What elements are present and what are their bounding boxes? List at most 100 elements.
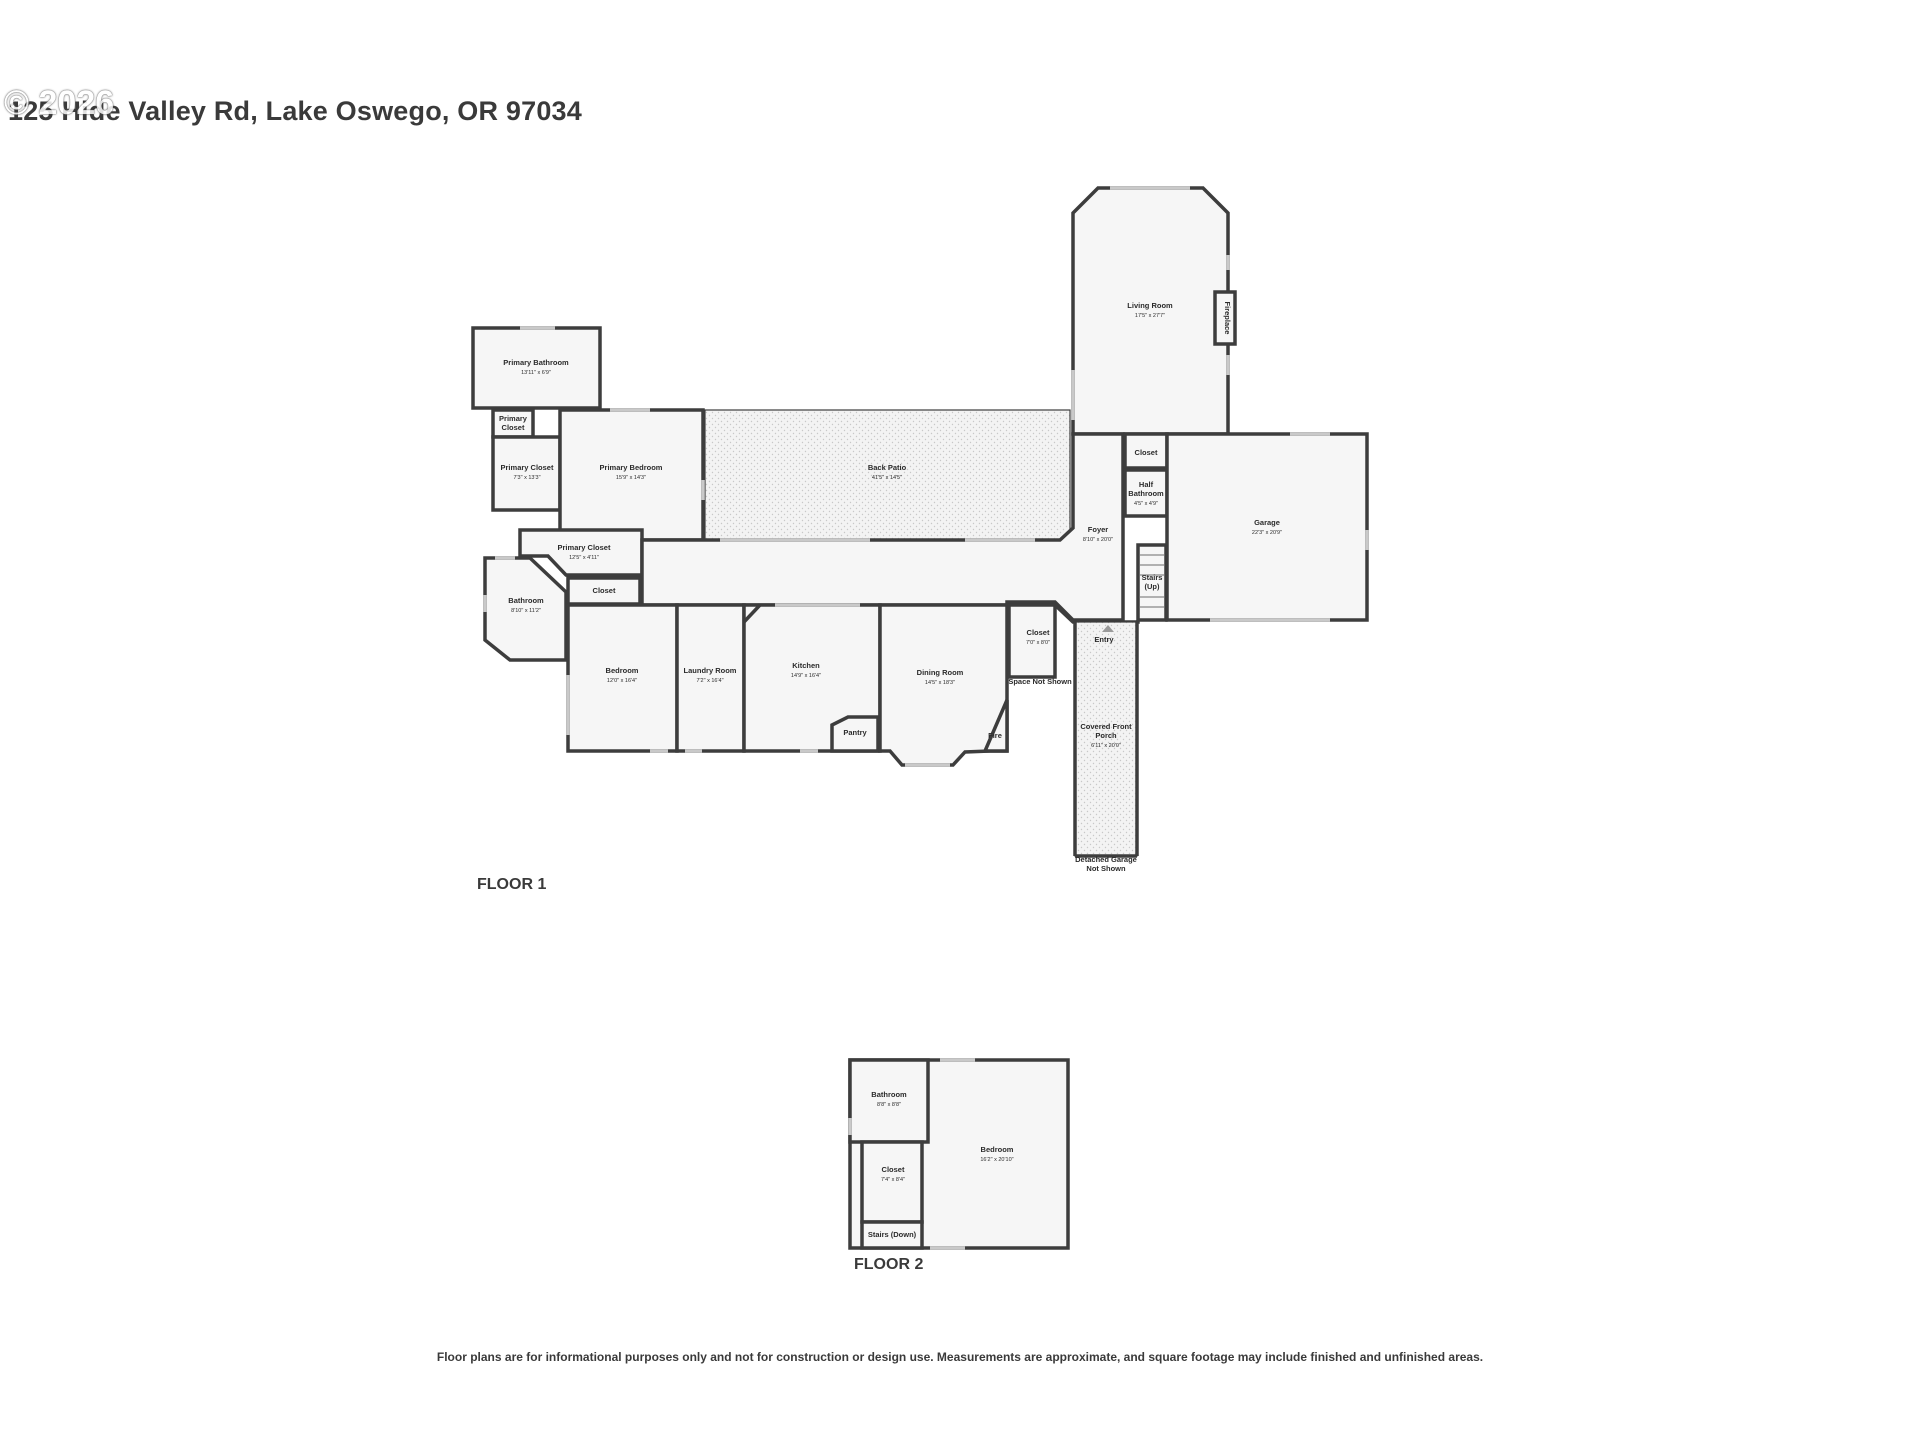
- floor-1-windows: [483, 186, 1369, 767]
- room-name: Bathroom: [1128, 489, 1164, 498]
- room-name: Detached Garage: [1075, 855, 1137, 864]
- room-primary-closet-b: [491, 435, 562, 512]
- room-dimensions: 8'8" x 8'8": [877, 1102, 901, 1108]
- room-closet-hall: [566, 576, 642, 606]
- room-covered-front-porch: [1074, 621, 1138, 857]
- floor-2-plan: [848, 1058, 1070, 1250]
- room-name: Not Shown: [1086, 864, 1126, 873]
- room-dimensions: 15'9" x 14'3": [616, 475, 646, 481]
- room-dimensions: 17'5" x 27'7": [1135, 313, 1165, 319]
- disclaimer-text: Floor plans are for informational purpos…: [436, 1350, 1484, 1364]
- room-label-fire: Fire: [988, 731, 1002, 740]
- room-name: Closet: [1135, 448, 1158, 457]
- room-name: Laundry Room: [684, 666, 737, 675]
- room-dimensions: 4'5" x 4'9": [1134, 501, 1158, 507]
- room-name: Closet: [882, 1165, 905, 1174]
- room-name: Covered Front: [1080, 722, 1132, 731]
- room-label-bedroom-1: Bedroom 12'0" x 16'4": [606, 666, 639, 684]
- room-label-primary-bedroom: Primary Bedroom 15'9" x 14'3": [600, 463, 663, 481]
- copyright-watermark: © 2026: [4, 84, 115, 122]
- room-half-bathroom: [1123, 468, 1169, 518]
- room-dimensions: 14'9" x 16'4": [791, 673, 821, 679]
- room-name: Stairs (Down): [868, 1230, 917, 1239]
- room-name: Space Not Shown: [1008, 677, 1072, 686]
- floor-1-plan: [471, 186, 1369, 858]
- room-name: Bathroom: [871, 1090, 907, 1099]
- room-closet-2: [860, 1140, 924, 1224]
- room-label-space-not-shown: Space Not Shown: [1008, 677, 1072, 686]
- room-name: Primary Closet: [558, 543, 611, 552]
- room-dimensions: 7'0" x 8'0": [1026, 640, 1050, 646]
- room-dimensions: 8'10" x 20'0": [1083, 537, 1113, 543]
- room-label-laundry-room: Laundry Room 7'2" x 16'4": [684, 666, 737, 684]
- room-label-stairs-up: Stairs(Up): [1142, 573, 1163, 591]
- room-dimensions: 7'4" x 8'4": [881, 1177, 905, 1183]
- room-name: Foyer: [1088, 525, 1109, 534]
- room-label-back-patio: Back Patio 41'5" x 14'5": [868, 463, 907, 481]
- room-name: Entry: [1094, 635, 1114, 644]
- room-living-room: [1071, 186, 1230, 436]
- room-label-pantry: Pantry: [843, 728, 867, 737]
- room-label-closet-2: Closet 7'4" x 8'4": [881, 1165, 905, 1183]
- room-dimensions: 7'2" x 16'4": [696, 678, 723, 684]
- room-closet-entry: [1007, 603, 1057, 679]
- stairs-up-treads: [1140, 554, 1164, 608]
- room-label-living-room: Living Room 17'5" x 27'7": [1127, 301, 1173, 319]
- room-dimensions: 13'11" x 6'9": [521, 370, 551, 376]
- room-name: Dining Room: [917, 668, 964, 677]
- room-dimensions: 7'3" x 13'3": [513, 475, 540, 481]
- room-dimensions: 41'5" x 14'5": [872, 475, 902, 481]
- room-bathroom-1: [483, 556, 568, 662]
- room-label-closet-foyer: Closet: [1135, 448, 1158, 457]
- room-name: Back Patio: [868, 463, 907, 472]
- room-name: Living Room: [1127, 301, 1173, 310]
- property-address: 125 Hide Valley Rd, Lake Oswego, OR 9703…: [8, 96, 582, 126]
- room-dimensions: 14'5" x 18'3": [925, 680, 955, 686]
- room-dining-room: [878, 603, 1009, 767]
- room-label-bathroom-1: Bathroom 8'10" x 11'2": [508, 596, 544, 614]
- room-dimensions: 22'3" x 20'9": [1252, 530, 1282, 536]
- floor-1-label: FLOOR 1: [477, 876, 547, 893]
- room-label-primary-bathroom: Primary Bathroom 13'11" x 6'9": [503, 358, 569, 376]
- room-label-entry: Entry: [1094, 635, 1114, 644]
- entry-arrow-icon: [1102, 625, 1114, 632]
- room-name: Bedroom: [981, 1145, 1014, 1154]
- room-fire: [982, 699, 1009, 753]
- room-name: Stairs: [1142, 573, 1163, 582]
- room-label-dining-room: Dining Room 14'5" x 18'3": [917, 668, 964, 686]
- room-bathroom-2: [848, 1058, 930, 1144]
- room-dimensions: 12'0" x 16'4": [607, 678, 637, 684]
- room-name: Half: [1139, 480, 1154, 489]
- room-name: Porch: [1095, 731, 1117, 740]
- room-name: (Up): [1145, 582, 1160, 591]
- room-labels: Living Room 17'5" x 27'7" FireplacePrimary…: [499, 301, 1282, 1239]
- room-label-fireplace: Fireplace: [1223, 302, 1232, 335]
- room-name: Pantry: [843, 728, 867, 737]
- room-label-primary-closet-b: Primary Closet 7'3" x 13'3": [501, 463, 554, 481]
- room-dimensions: 8'10" x 11'2": [511, 608, 541, 614]
- room-laundry-room: [675, 603, 746, 753]
- room-name: Kitchen: [792, 661, 820, 670]
- room-name: Bedroom: [606, 666, 639, 675]
- room-name: Primary Bedroom: [600, 463, 663, 472]
- room-name: Closet: [502, 423, 525, 432]
- room-name: Closet: [593, 586, 616, 595]
- room-name: Primary Bathroom: [503, 358, 569, 367]
- room-bedroom-1: [566, 603, 679, 753]
- room-name: Closet: [1027, 628, 1050, 637]
- floor-2-label: FLOOR 2: [854, 1256, 924, 1273]
- room-primary-bathroom: [471, 326, 602, 410]
- room-name: Fire: [988, 731, 1002, 740]
- room-primary-closet-c: [518, 528, 644, 577]
- floor-2-windows: [848, 1058, 975, 1250]
- room-label-foyer: Foyer 8'10" x 20'0": [1083, 525, 1113, 543]
- room-name: Primary Closet: [501, 463, 554, 472]
- room-name: Bathroom: [508, 596, 544, 605]
